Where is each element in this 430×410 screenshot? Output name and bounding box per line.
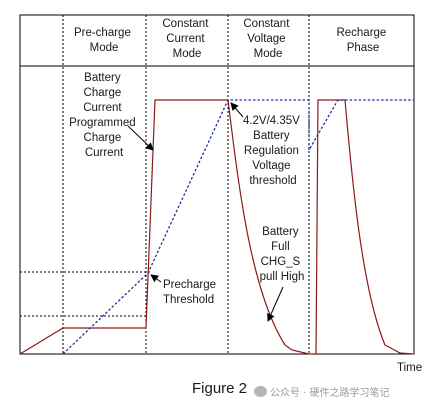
time-axis-label: Time: [397, 362, 422, 374]
battery-voltage-curve: [62, 99, 414, 355]
watermark-text: 公众号 · 硬件之路学习笔记: [270, 388, 390, 399]
phase-header-precharge: Pre-charge Mode: [74, 27, 134, 54]
label-regulation-threshold: 4.2V/4.35V Battery Regulation Voltage th…: [243, 115, 303, 187]
arrow-regulation: [230, 102, 244, 118]
phase-header-constant-current: Constant Current Mode: [162, 18, 211, 60]
figure-caption: Figure 2: [192, 380, 248, 397]
diagram-frame: [19, 14, 415, 355]
charge-current-curve: [19, 99, 415, 355]
watermark: 公众号 · 硬件之路学习笔记: [254, 384, 390, 399]
arrow-battery-full: [267, 286, 284, 322]
arrow-precharge-threshold: [150, 274, 162, 283]
phase-header-recharge: Recharge Phase: [336, 27, 389, 54]
arrow-charge-current: [127, 125, 154, 151]
label-precharge-threshold: Precharge Threshold: [163, 279, 219, 306]
label-battery-charge-current: Battery Charge Current Programmed Charge…: [69, 72, 139, 159]
label-battery-full: Battery Full CHG_S pull High: [260, 226, 305, 283]
phase-header-constant-voltage: Constant Voltage Mode: [243, 18, 292, 60]
wechat-icon: [254, 386, 267, 397]
